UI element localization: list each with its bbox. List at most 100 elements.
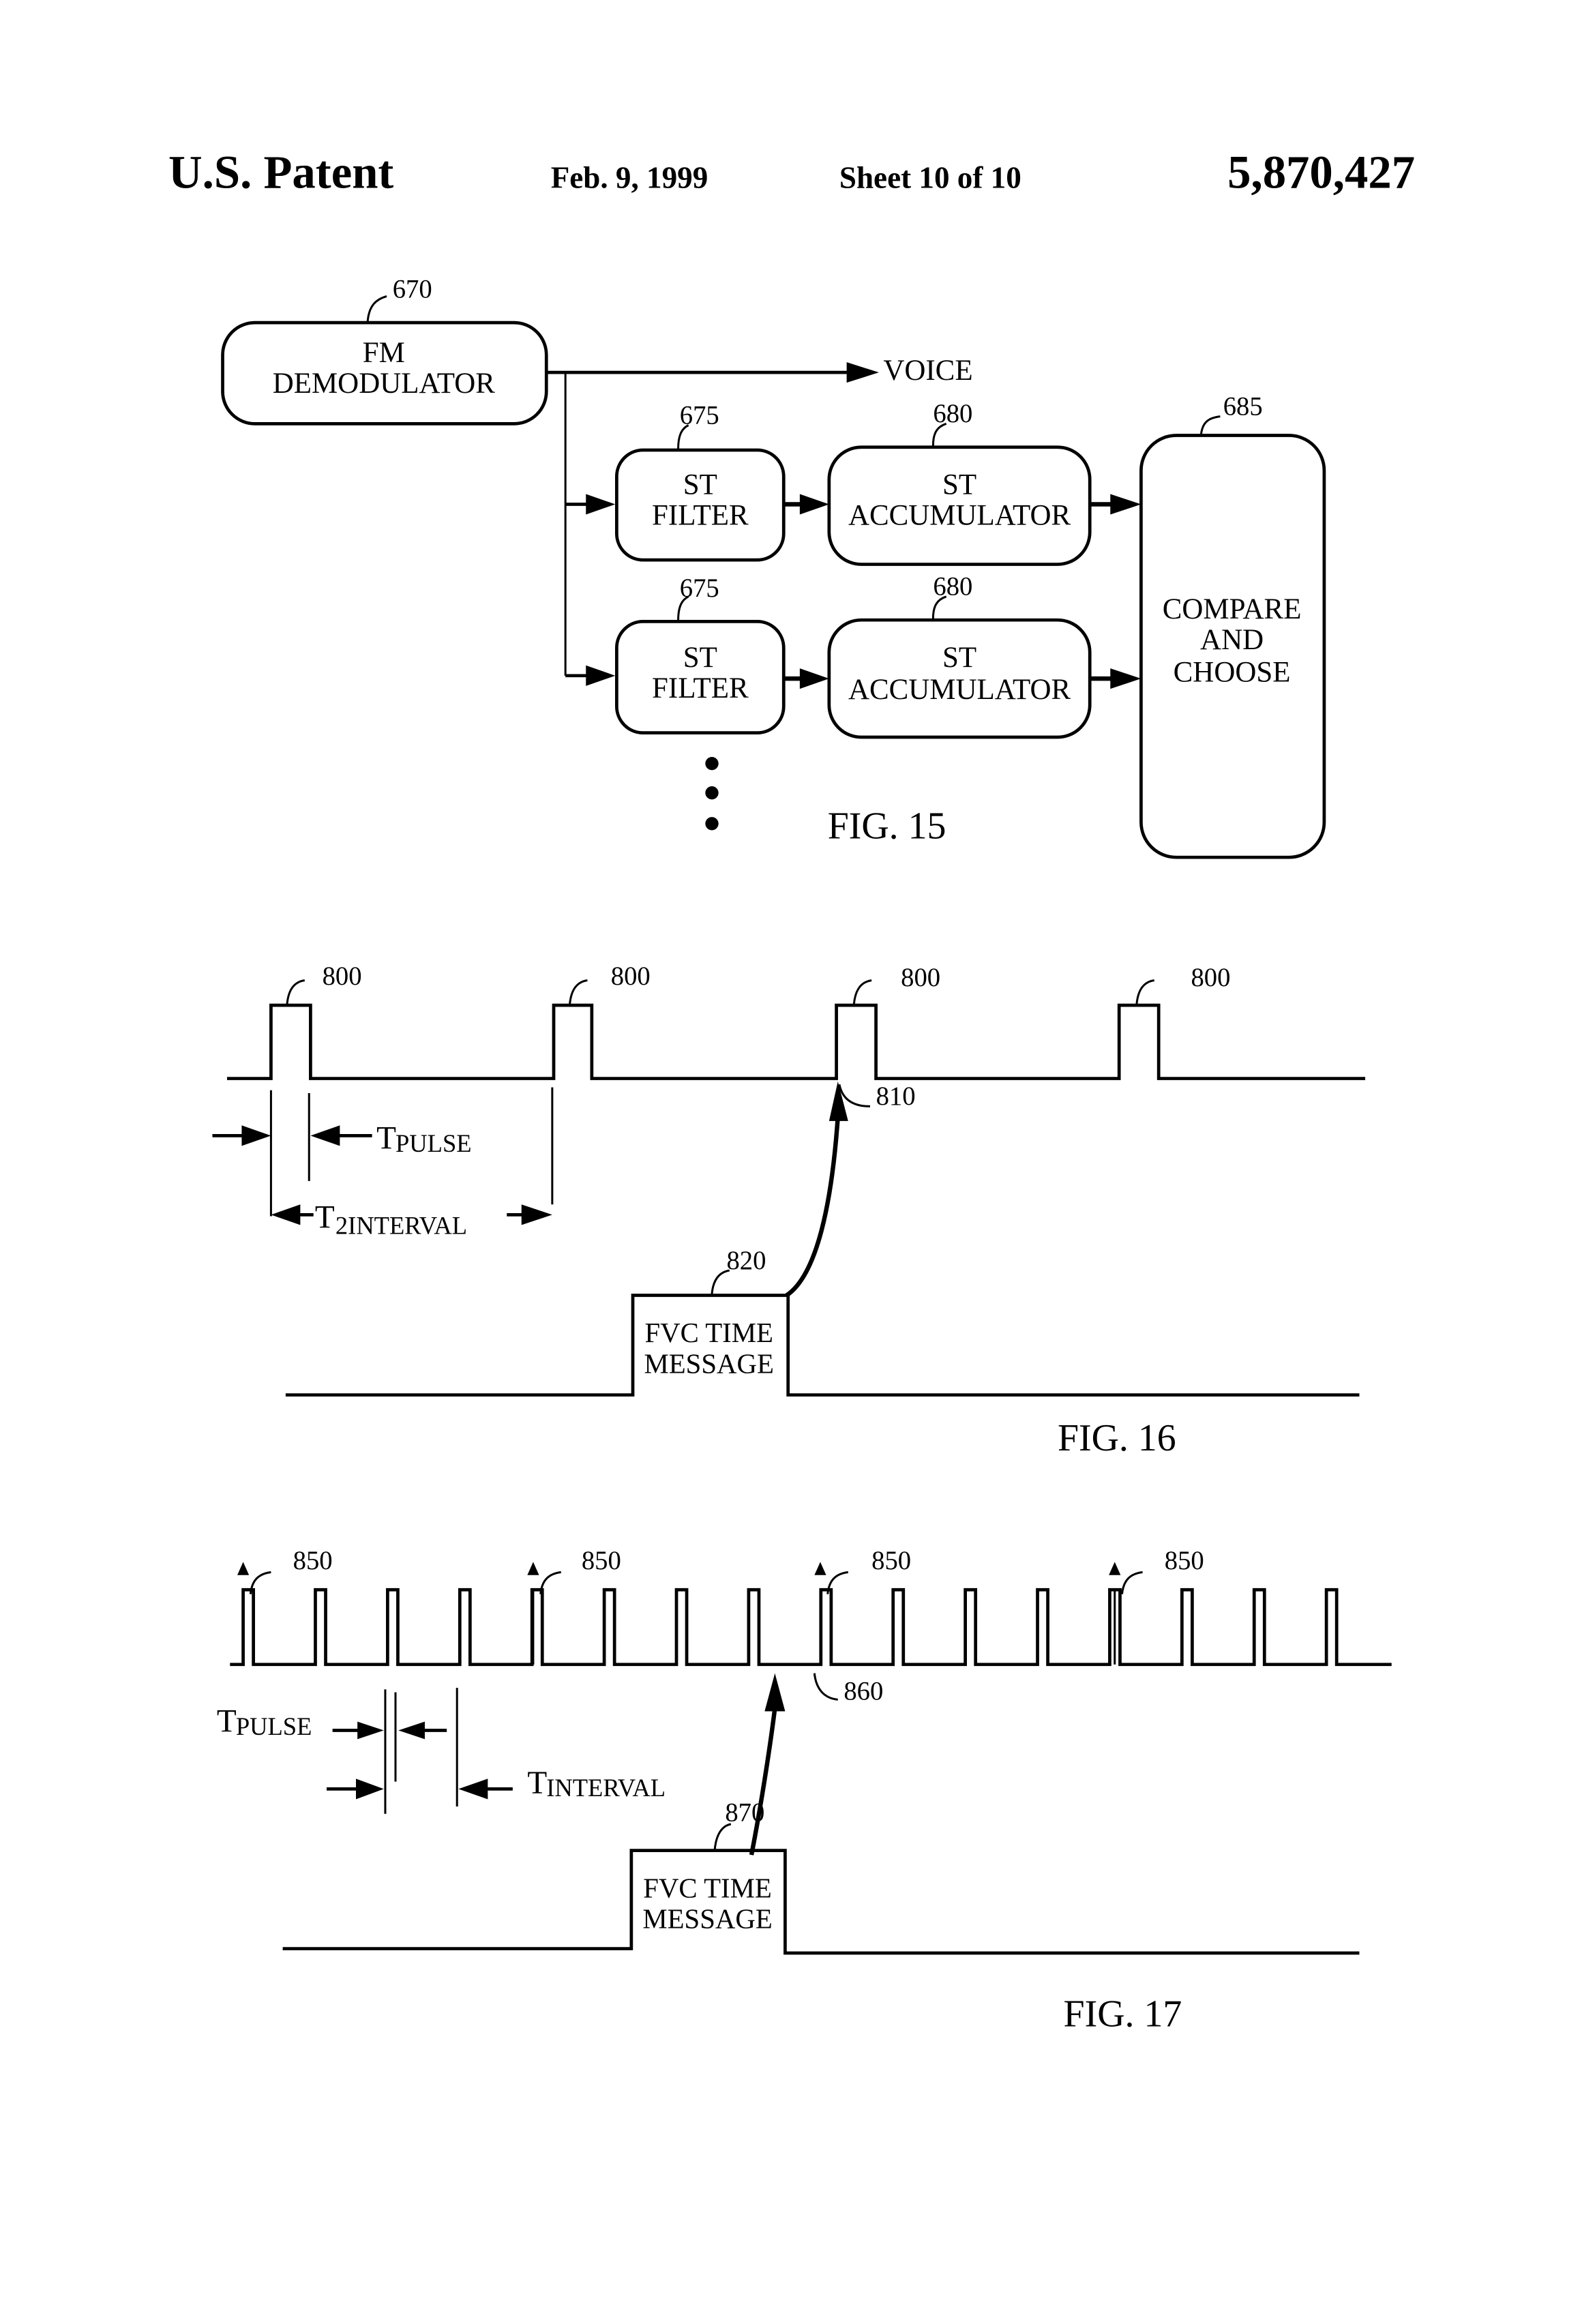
- fig17-marker-3: 850: [814, 1547, 911, 1665]
- fig16-message-line1: FVC TIME: [644, 1317, 773, 1348]
- leader-800-1: [287, 981, 305, 1004]
- leader-850-4: [1122, 1572, 1142, 1594]
- tinterval-sub: 2INTERVAL: [335, 1211, 467, 1239]
- acc1-input-arrow-icon: [800, 494, 829, 514]
- fig17-message-waveform: [283, 1851, 1360, 1953]
- tinterval17-arrow-left-icon: [458, 1778, 488, 1799]
- ref-800-1: 800: [323, 962, 362, 991]
- fm-demodulator-line2: DEMODULATOR: [273, 368, 495, 400]
- fig16-pulse-waveform: [227, 1005, 1365, 1078]
- leader-870: [715, 1824, 731, 1849]
- tpulse-arrow-right-icon: [241, 1125, 271, 1146]
- marker-arrow-1-icon: [237, 1562, 249, 1575]
- ref-680-1: 680: [933, 400, 972, 428]
- header-patent-number: 5,870,427: [1227, 146, 1415, 198]
- st-filter-2-line1: ST: [683, 642, 717, 674]
- leader-810: [839, 1084, 870, 1106]
- fig16-diagram: 800 800 800 800 810 T PULSE T 2INTERVAL …: [212, 962, 1365, 1459]
- fig17-timing-arrowhead-icon: [764, 1673, 785, 1712]
- ref-850-4: 850: [1165, 1547, 1204, 1575]
- fig16-timing-arrow: [787, 1116, 838, 1295]
- ellipsis-dots-icon: [705, 757, 718, 830]
- ref-850-2: 850: [582, 1547, 621, 1575]
- fig17-marker-4: 850: [1109, 1547, 1204, 1665]
- header-us-patent: U.S. Patent: [168, 146, 393, 198]
- compare-line1: COMPARE: [1163, 593, 1302, 625]
- ref-675-1: 675: [680, 401, 719, 430]
- filter2-input-arrow-icon: [586, 666, 615, 686]
- st-filter-block-1: ST FILTER 675: [616, 401, 783, 560]
- tpulse-T: T: [376, 1121, 396, 1157]
- leader-860: [814, 1673, 837, 1700]
- leader-800-4: [1137, 981, 1154, 1004]
- ref-850-3: 850: [871, 1547, 911, 1575]
- fig17-pulse-waveform: [230, 1590, 1391, 1665]
- ref-680-2: 680: [933, 573, 972, 601]
- st-filter-1-line1: ST: [683, 468, 717, 501]
- tinterval17-arrow-right-icon: [356, 1778, 384, 1799]
- ref-685: 685: [1223, 392, 1263, 421]
- marker-arrow-2-icon: [527, 1562, 539, 1575]
- marker-arrow-4-icon: [1109, 1562, 1120, 1575]
- fig17-timing-arrow: [751, 1708, 775, 1855]
- filter1-input-arrow-icon: [586, 494, 615, 514]
- st-accumulator-2-line1: ST: [942, 642, 976, 674]
- tpulse-arrow-left-icon: [310, 1125, 340, 1146]
- ref-800-4: 800: [1191, 964, 1230, 992]
- fm-demodulator-line1: FM: [363, 337, 405, 369]
- compare-and-choose-block: COMPARE AND CHOOSE 685: [1141, 392, 1324, 857]
- st-accumulator-1-line2: ACCUMULATOR: [848, 500, 1071, 532]
- fm-demodulator-block: FM DEMODULATOR 670: [223, 275, 547, 424]
- tinterval17-T: T: [527, 1766, 547, 1801]
- ref-675-2: 675: [680, 574, 719, 603]
- header-sheet: Sheet 10 of 10: [839, 160, 1021, 194]
- leader-685: [1201, 417, 1220, 434]
- tpulse-sub: PULSE: [395, 1129, 472, 1157]
- tpulse17-arrow-left-icon: [398, 1722, 425, 1740]
- fig17-marker-1: 850: [237, 1547, 333, 1665]
- ref-810: 810: [876, 1082, 916, 1111]
- header-date: Feb. 9, 1999: [551, 160, 708, 194]
- tinterval17-sub: INTERVAL: [546, 1774, 666, 1802]
- acc2-input-arrow-icon: [800, 668, 829, 689]
- ref-820: 820: [726, 1247, 766, 1275]
- compare-input-1-arrow-icon: [1110, 494, 1141, 514]
- st-filter-1-line2: FILTER: [652, 500, 749, 532]
- tpulse17-T: T: [217, 1704, 237, 1740]
- voice-arrow-icon: [847, 362, 879, 383]
- ref-670: 670: [393, 275, 432, 304]
- ref-800-3: 800: [901, 964, 940, 992]
- st-accumulator-block-2: ST ACCUMULATOR 680: [829, 573, 1090, 737]
- tinterval-T: T: [315, 1200, 335, 1236]
- voice-label: VOICE: [883, 355, 972, 387]
- tinterval-arrow-left-icon: [271, 1204, 300, 1225]
- fig17-message-line2: MESSAGE: [642, 1903, 772, 1934]
- leader-800-3: [854, 981, 871, 1004]
- st-accumulator-block-1: ST ACCUMULATOR 680: [829, 400, 1090, 564]
- fig16-message-line2: MESSAGE: [644, 1348, 773, 1379]
- fig16-timing-arrowhead-icon: [829, 1082, 848, 1121]
- fig16-message-waveform: [286, 1295, 1360, 1395]
- fig17-message-line1: FVC TIME: [643, 1873, 772, 1903]
- ref-860: 860: [844, 1677, 883, 1705]
- tinterval-arrow-right-icon: [522, 1204, 552, 1225]
- compare-input-2-arrow-icon: [1110, 668, 1141, 689]
- ref-800-2: 800: [611, 962, 651, 991]
- st-accumulator-2-line2: ACCUMULATOR: [848, 674, 1071, 706]
- leader-670: [368, 296, 387, 321]
- leader-800-2: [570, 981, 588, 1004]
- st-accumulator-1-line1: ST: [942, 468, 976, 501]
- fig17-label: FIG. 17: [1064, 1993, 1182, 2035]
- fig15-diagram: FM DEMODULATOR 670 VOICE ST FILTER 675 S…: [223, 275, 1324, 858]
- fig15-label: FIG. 15: [828, 805, 946, 847]
- tpulse17-sub: PULSE: [236, 1712, 312, 1740]
- header: U.S. Patent Feb. 9, 1999 Sheet 10 of 10 …: [168, 146, 1415, 198]
- fig17-diagram: 850 850 850 850 860 T PULSE: [217, 1547, 1392, 2035]
- compare-line2: AND: [1200, 624, 1264, 656]
- ref-850-1: 850: [293, 1547, 333, 1575]
- fig16-label: FIG. 16: [1058, 1417, 1176, 1459]
- st-filter-block-2: ST FILTER 675: [616, 574, 783, 733]
- compare-line3: CHOOSE: [1174, 656, 1291, 688]
- st-filter-2-line2: FILTER: [652, 672, 749, 704]
